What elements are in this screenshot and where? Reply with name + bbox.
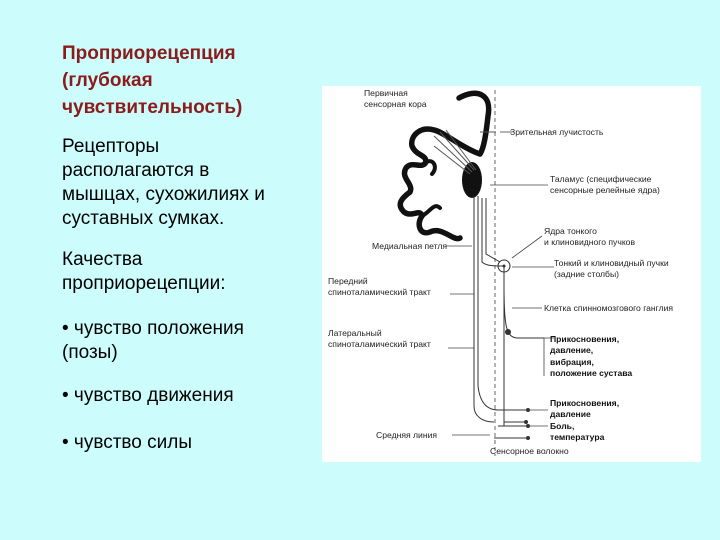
label-anterior-tract: спиноталамический тракт xyxy=(328,287,431,297)
label-lateral-tract: спиноталамический тракт xyxy=(328,339,431,349)
label-midline: Средняя линия xyxy=(376,430,437,440)
paragraph-line: располагаются в xyxy=(62,160,210,181)
qualities-heading: Качества проприорецепции: xyxy=(62,248,332,296)
label-anterior-tract: Передний xyxy=(328,276,368,286)
receptor-endings xyxy=(524,408,530,440)
label-pointers xyxy=(446,131,554,436)
paragraph-line: суставных сумках. xyxy=(62,208,225,229)
label-ganglion-cell: Клетка спинномозгового ганглия xyxy=(544,303,673,313)
receptors-paragraph: Рецепторы располагаются в мышцах, сухожи… xyxy=(62,135,332,231)
label-nuclei: и клиновидного пучков xyxy=(544,237,635,247)
bullet-item: • чувство силы xyxy=(62,432,192,453)
paragraph-line: проприорецепции: xyxy=(62,273,226,294)
box2-line: Боль, xyxy=(550,421,574,431)
label-primary-cortex: сенсорная кора xyxy=(364,99,427,109)
ganglion-cell-dot xyxy=(505,329,511,335)
paragraph-line: мышцах, сухожилиях и xyxy=(62,184,265,205)
box1-line: вибрация, xyxy=(550,357,594,367)
brain-inner-fold xyxy=(420,159,442,218)
brain-outline xyxy=(397,90,492,242)
box2-line: давление xyxy=(550,409,591,419)
label-thalamus: сенсорные релейные ядра) xyxy=(550,185,660,195)
paragraph-line: Рецепторы xyxy=(62,136,160,157)
title-line: чувствительность) xyxy=(62,97,243,118)
peripheral-fibers xyxy=(494,409,528,439)
label-visual-radiation: Зрительная лучистость xyxy=(510,127,604,137)
label-sensory-fiber: Сенсорное волокно xyxy=(490,446,569,456)
box1-line: Прикосновения, xyxy=(550,334,619,344)
box1-line: положение сустава xyxy=(550,368,632,378)
slide-title: Проприорецепция (глубокая чувствительнос… xyxy=(62,40,332,121)
box1-line: давление, xyxy=(550,345,593,355)
thalamus-shape xyxy=(462,162,482,198)
slide-text: Проприорецепция (глубокая чувствительнос… xyxy=(62,40,332,455)
bullet-item: • чувство положения xyxy=(62,318,244,339)
box2-line: Прикосновения, xyxy=(550,398,619,408)
label-thalamus: Таламус (специфические xyxy=(550,174,652,184)
bullet-item-continuation: (позы) xyxy=(62,342,118,363)
nuclei-circle xyxy=(497,259,511,273)
proprioception-pathway-figure: Первичная сенсорная кора Зрительная лучи… xyxy=(322,86,701,462)
label-primary-cortex: Первичная xyxy=(364,88,408,98)
label-nuclei: Ядра тонкого xyxy=(544,226,597,236)
radiation-fibers xyxy=(433,129,496,175)
box2-line: температура xyxy=(550,432,605,442)
pathway-diagram: Первичная сенсорная кора Зрительная лучи… xyxy=(328,88,673,456)
paragraph-line: Качества xyxy=(62,249,143,270)
label-lateral-tract: Латеральный xyxy=(328,328,382,338)
label-medial-lemniscus: Медиальная петля xyxy=(372,241,447,251)
ascending-tracts xyxy=(473,196,505,426)
title-line: (глубокая xyxy=(62,70,153,91)
label-fasciculi: (задние столбы) xyxy=(554,269,619,279)
bullet-item: • чувство движения xyxy=(62,385,234,406)
title-line: Проприорецепция xyxy=(62,43,236,64)
label-fasciculi: Тонкий и клиновидный пучки xyxy=(554,258,669,268)
